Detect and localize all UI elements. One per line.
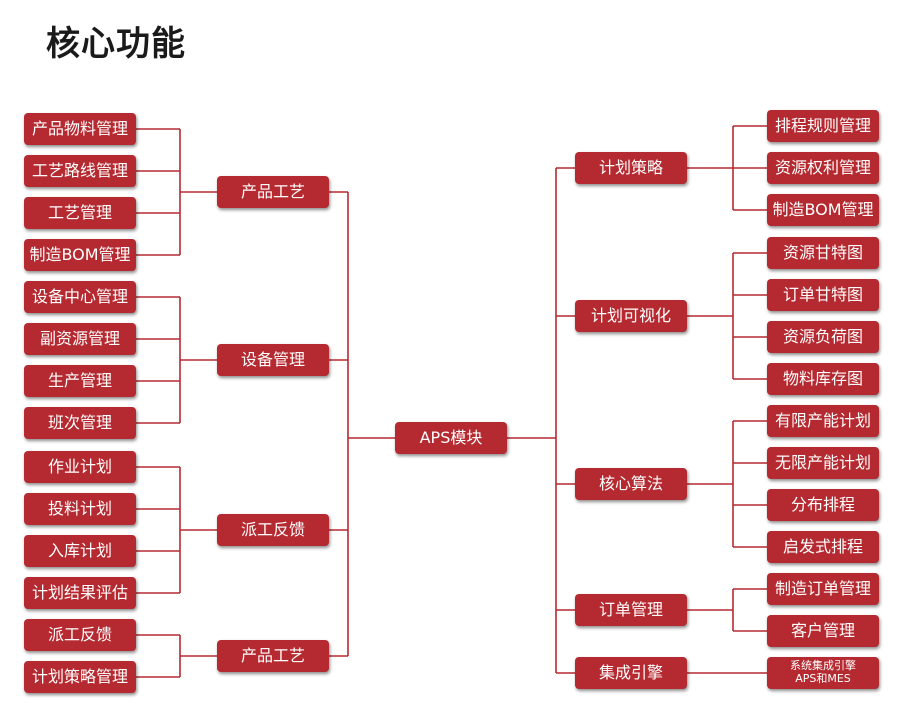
left-leaf-node: 副资源管理	[24, 323, 136, 355]
left-leaf-node: 班次管理	[24, 407, 136, 439]
left-group-node: 产品工艺	[217, 176, 329, 208]
left-group-node: 派工反馈	[217, 514, 329, 546]
root-node: APS模块	[395, 422, 507, 454]
left-leaf-node: 计划结果评估	[24, 577, 136, 609]
right-leaf-node: 有限产能计划	[767, 405, 879, 437]
right-group-node: 集成引擎	[575, 657, 687, 689]
left-leaf-node: 设备中心管理	[24, 281, 136, 313]
right-group-node: 订单管理	[575, 594, 687, 626]
right-leaf-node: 排程规则管理	[767, 110, 879, 142]
right-leaf-node: 分布排程	[767, 489, 879, 521]
right-leaf-node: 资源甘特图	[767, 237, 879, 269]
right-leaf-node: 订单甘特图	[767, 279, 879, 311]
right-group-node: 计划可视化	[575, 300, 687, 332]
left-leaf-node: 工艺管理	[24, 197, 136, 229]
left-leaf-node: 制造BOM管理	[24, 239, 136, 271]
right-leaf-node: 资源权利管理	[767, 152, 879, 184]
page-title: 核心功能	[46, 24, 186, 64]
right-group-node: 计划策略	[575, 152, 687, 184]
right-leaf-node: 客户管理	[767, 615, 879, 647]
right-leaf-node: 制造BOM管理	[767, 194, 879, 226]
right-leaf-node: 无限产能计划	[767, 447, 879, 479]
left-leaf-node: 产品物料管理	[24, 113, 136, 145]
left-group-node: 设备管理	[217, 344, 329, 376]
right-group-node: 核心算法	[575, 468, 687, 500]
left-leaf-node: 计划策略管理	[24, 661, 136, 693]
left-leaf-node: 工艺路线管理	[24, 155, 136, 187]
left-leaf-node: 入库计划	[24, 535, 136, 567]
left-leaf-node: 派工反馈	[24, 619, 136, 651]
right-leaf-node: 启发式排程	[767, 531, 879, 563]
left-leaf-node: 作业计划	[24, 451, 136, 483]
right-leaf-node: 制造订单管理	[767, 573, 879, 605]
left-leaf-node: 生产管理	[24, 365, 136, 397]
left-group-node: 产品工艺	[217, 640, 329, 672]
right-leaf-node: 物料库存图	[767, 363, 879, 395]
right-leaf-node: 资源负荷图	[767, 321, 879, 353]
left-leaf-node: 投料计划	[24, 493, 136, 525]
